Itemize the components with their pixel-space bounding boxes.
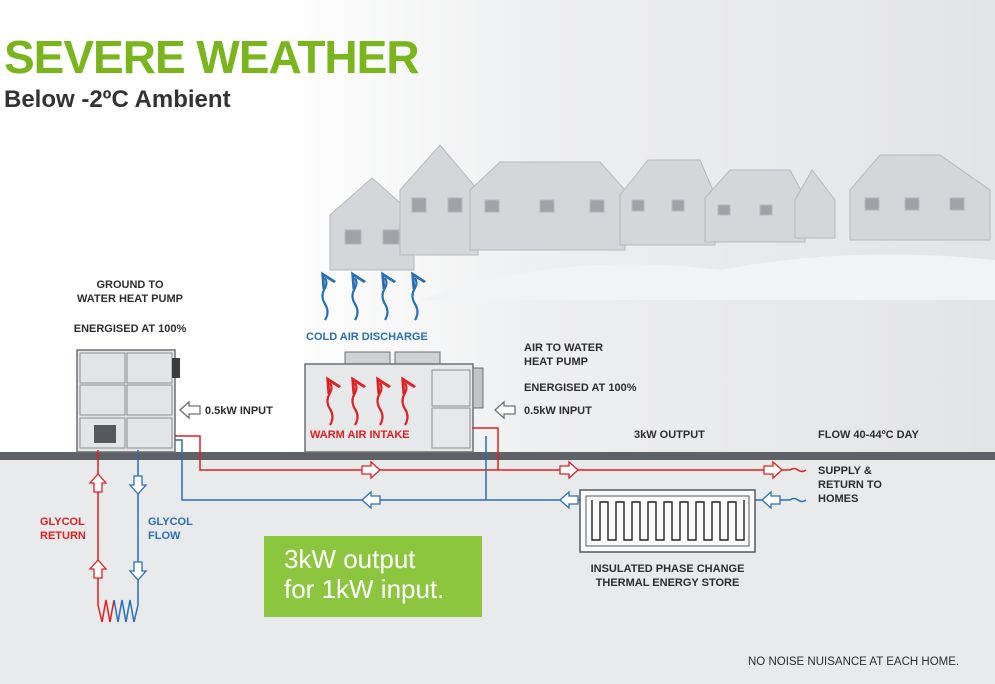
- house-icon: [329, 177, 415, 271]
- flow-label: FLOW 40-44ºC DAY: [818, 429, 919, 441]
- hollow-arrow-icon: [88, 460, 783, 579]
- house-icon: [469, 161, 626, 251]
- ground-pump-label: GROUND TO WATER HEAT PUMP: [60, 278, 200, 306]
- house-icon: [794, 169, 836, 239]
- houses-background: [329, 144, 991, 271]
- wavy-arrow-icon: [323, 278, 418, 321]
- ground-pump-status: ENERGISED AT 100%: [73, 323, 187, 335]
- callout-line-1: 3kW output: [284, 544, 416, 574]
- air-pump-status: ENERGISED AT 100%: [524, 382, 637, 394]
- ground-pump-name-2: WATER HEAT PUMP: [77, 293, 183, 305]
- glycol-flow-1: GLYCOL: [148, 516, 193, 528]
- air-pump-label: AIR TO WATER HEAT PUMP: [524, 341, 603, 369]
- snow-mounds: [420, 254, 995, 300]
- coil-icon: [97, 599, 139, 623]
- store-line-2: THERMAL ENERGY STORE: [595, 577, 740, 589]
- page-title: SEVERE WEATHER: [4, 31, 420, 83]
- air-pump-input: 0.5kW INPUT: [524, 405, 592, 417]
- glycol-return-1: GLYCOL: [40, 516, 85, 528]
- page-subtitle: Below -2ºC Ambient: [4, 86, 231, 113]
- house-icon: [619, 159, 716, 246]
- supply-line-3: HOMES: [818, 493, 859, 505]
- hollow-arrow-icon: [179, 400, 516, 420]
- thermal-store-label: INSULATED PHASE CHANGE THERMAL ENERGY ST…: [580, 562, 755, 590]
- hollow-arrow-icon: [128, 475, 781, 581]
- house-icon: [849, 154, 991, 241]
- output-label: 3kW OUTPUT: [634, 429, 705, 441]
- supply-return-label: SUPPLY & RETURN TO HOMES: [818, 464, 882, 506]
- wavy-arrow-icon: [328, 383, 408, 426]
- house-icon: [704, 169, 806, 243]
- ground-pump-input: 0.5kW INPUT: [205, 405, 273, 417]
- glycol-return-2: RETURN: [40, 530, 86, 542]
- supply-line-1: SUPPLY &: [818, 465, 872, 477]
- house-icon: [399, 144, 479, 256]
- glycol-return-label: GLYCOL RETURN: [40, 515, 86, 543]
- footer-note: NO NOISE NUISANCE AT EACH HOME.: [748, 656, 960, 668]
- ground-area: [0, 455, 995, 684]
- heat-pump-icon: [76, 349, 180, 453]
- thermal-store: [579, 489, 756, 553]
- warm-air-intake-label: WARM AIR INTAKE: [310, 429, 410, 441]
- callout-line-2: for 1kW input.: [284, 574, 445, 604]
- glycol-flow-2: FLOW: [148, 530, 181, 542]
- output-callout: 3kW output for 1kW input.: [264, 536, 482, 617]
- air-pump-name-2: HEAT PUMP: [524, 356, 588, 368]
- ground-pump-name-1: GROUND TO: [96, 279, 164, 291]
- glycol-flow-label: GLYCOL FLOW: [148, 515, 193, 543]
- store-line-1: INSULATED PHASE CHANGE: [590, 563, 745, 575]
- supply-line-2: RETURN TO: [818, 479, 882, 491]
- air-pump-name-1: AIR TO WATER: [524, 342, 604, 354]
- cold-air-discharge-label: COLD AIR DISCHARGE: [306, 331, 428, 343]
